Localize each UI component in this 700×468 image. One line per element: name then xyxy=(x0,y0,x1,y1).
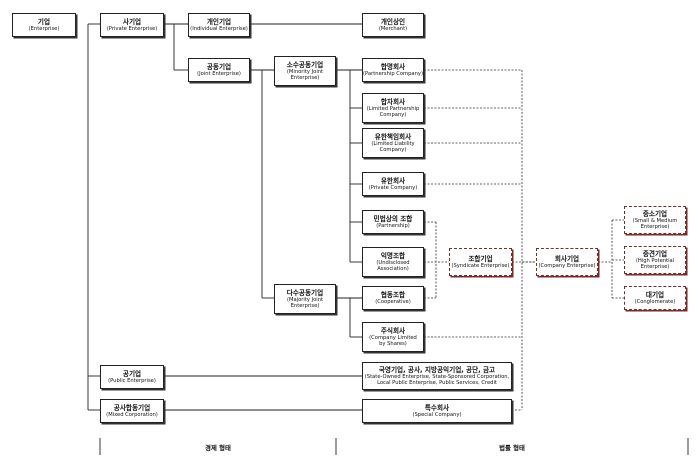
node-title: 기업 xyxy=(37,17,51,26)
node-title: 공기업 xyxy=(122,369,142,378)
node-subtitle: (Special Company) xyxy=(412,412,462,418)
node-subtitle: (Partnership) xyxy=(376,223,410,229)
node-subtitle: (Limited Liability Company) xyxy=(371,140,415,154)
node-subtitle: (Cooperative) xyxy=(375,299,411,305)
node-title: 사기업 xyxy=(122,17,142,26)
joint-enterprise-node: 공동기업 (Joint Enterprise) xyxy=(188,58,250,82)
limited-liability-node: 유한책임회사 (Limited Liability Company) xyxy=(362,128,424,158)
mixed-corporation-node: 공사합동기업 (Mixed Corporation) xyxy=(100,399,164,423)
cooperative-node: 협동조합 (Cooperative) xyxy=(362,286,424,310)
node-title: 공사합동기업 xyxy=(113,403,151,412)
minority-joint-node: 소수공동기업 (Minority Joint Enterprise) xyxy=(274,56,336,86)
legal-form-label: 법률 형태 xyxy=(499,444,525,452)
enterprise-node: 기업 (Enterprise) xyxy=(12,13,76,37)
node-subtitle: (Merchant) xyxy=(378,26,408,32)
node-title: 개인기업 xyxy=(206,17,232,26)
node-title: 유한책임회사 xyxy=(374,132,412,141)
node-subtitle: (Small & Medium Enterprise) xyxy=(632,217,678,231)
node-subtitle: (Company Limited by Shares) xyxy=(369,334,417,348)
undisclosed-association-node: 익명조합 (Undisclosed Association) xyxy=(362,247,424,277)
node-title: 다수공동기업 xyxy=(286,288,324,297)
node-title: 공동기업 xyxy=(206,62,232,71)
company-limited-shares-node: 주식회사 (Company Limited by Shares) xyxy=(362,322,424,352)
node-subtitle: (Private Company) xyxy=(368,185,418,191)
node-subtitle: (State-Owned Enterprise, State-Sponsored… xyxy=(364,373,510,387)
conglomerate-node: 대기업 (Conglomerate) xyxy=(624,286,686,310)
private-enterprise-node: 사기업 (Private Enterprise) xyxy=(100,13,164,37)
node-subtitle: (Conglomerate) xyxy=(634,299,676,305)
node-title: 중소기업 xyxy=(642,209,668,218)
individual-enterprise-node: 개인기업 (Individual Enterprise) xyxy=(188,13,250,37)
node-subtitle: (Joint Enterprise) xyxy=(197,71,241,77)
node-subtitle: (Public Enterprise) xyxy=(108,378,156,384)
majority-joint-node: 다수공동기업 (Majority Joint Enterprise) xyxy=(274,284,336,314)
public-enterprise-node: 공기업 (Public Enterprise) xyxy=(100,365,164,389)
node-subtitle: (Limited Partnership Company) xyxy=(366,105,420,119)
node-title: 민법상의 조합 xyxy=(373,214,413,223)
node-title: 합자회사 xyxy=(380,97,406,106)
node-subtitle: (Private Enterprise) xyxy=(106,26,158,32)
state-owned-node: 국영기업, 공사, 지방공익기업, 공단, 금고 (State-Owned En… xyxy=(362,362,512,390)
node-subtitle: (Undisclosed Association) xyxy=(376,259,410,273)
company-enterprise-node: 회사기업 (Company Enterprise) xyxy=(536,248,598,276)
merchant-node: 개인상인 (Merchant) xyxy=(362,13,424,37)
economic-form-label: 경제 형태 xyxy=(205,444,231,452)
node-title: 개인상인 xyxy=(380,17,406,26)
node-title: 특수회사 xyxy=(424,403,450,412)
node-title: 회사기업 xyxy=(554,254,580,263)
node-subtitle: (Individual Enterprise) xyxy=(190,26,248,32)
node-title: 익명조합 xyxy=(380,251,406,260)
private-company-node: 유한회사 (Private Company) xyxy=(362,172,424,196)
node-title: 조합기업 xyxy=(468,254,493,263)
syndicate-enterprise-node: 조합기업 (Syndicate Enterprise) xyxy=(449,248,512,276)
partnership-company-node: 합명회사 (Partnership Company) xyxy=(362,58,424,82)
node-title: 유한회사 xyxy=(380,176,406,185)
node-title: 합명회사 xyxy=(380,62,406,71)
node-title: 대기업 xyxy=(645,290,665,299)
node-title: 국영기업, 공사, 지방공익기업, 공단, 금고 xyxy=(378,365,496,374)
node-subtitle: (High Potential Enterprise) xyxy=(635,257,675,271)
node-subtitle: (Syndicate Enterprise) xyxy=(451,263,510,269)
high-potential-node: 중견기업 (High Potential Enterprise) xyxy=(624,246,686,274)
node-subtitle: (Minority Joint Enterprise) xyxy=(286,68,324,82)
special-company-node: 특수회사 (Special Company) xyxy=(362,399,512,423)
node-title: 중견기업 xyxy=(642,249,668,258)
node-subtitle: (Enterprise) xyxy=(28,26,60,32)
node-subtitle: (Partnership Company) xyxy=(363,71,423,77)
civil-partnership-node: 민법상의 조합 (Partnership) xyxy=(362,210,424,234)
node-subtitle: (Mixed Corporation) xyxy=(106,412,158,418)
node-title: 소수공동기업 xyxy=(286,60,324,69)
node-title: 협동조합 xyxy=(380,290,406,299)
sme-node: 중소기업 (Small & Medium Enterprise) xyxy=(624,206,686,234)
node-subtitle: (Company Enterprise) xyxy=(538,263,596,269)
node-title: 주식회사 xyxy=(380,326,406,335)
node-subtitle: (Majority Joint Enterprise) xyxy=(286,296,324,310)
limited-partnership-node: 합자회사 (Limited Partnership Company) xyxy=(362,93,424,123)
